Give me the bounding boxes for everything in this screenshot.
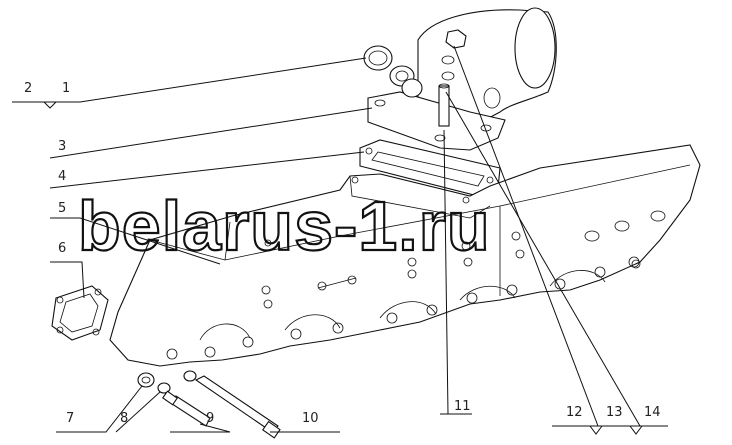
leader-lines	[12, 45, 668, 435]
bolt-9	[162, 390, 211, 427]
callout-1: 1	[62, 81, 70, 96]
washer	[389, 65, 423, 98]
callout-14: 14	[644, 405, 661, 420]
callout-13: 13	[606, 405, 623, 420]
top-nut	[445, 29, 467, 49]
callout-4: 4	[58, 169, 66, 184]
callout-10: 10	[302, 411, 319, 426]
callout-9: 9	[206, 411, 214, 426]
long-bolt-10	[194, 375, 281, 439]
callout-2: 2	[24, 81, 32, 96]
cap-nut	[363, 45, 393, 71]
callout-12: 12	[566, 405, 583, 420]
washer-8	[157, 370, 197, 394]
callout-labels: 2 1 3 4 5 6 7 8 9 10 11 12 13 14	[24, 81, 661, 426]
nut-7	[137, 372, 155, 388]
exhaust-manifold	[109, 144, 701, 367]
callout-5: 5	[58, 201, 66, 216]
gasket-side	[51, 285, 109, 341]
stud-bolt	[438, 83, 450, 127]
callout-6: 6	[58, 241, 66, 256]
callout-11: 11	[454, 399, 471, 414]
callout-7: 7	[66, 411, 74, 426]
callout-3: 3	[58, 139, 66, 154]
watermark-text: belarus-1.ru	[78, 187, 491, 265]
callout-8: 8	[120, 411, 128, 426]
